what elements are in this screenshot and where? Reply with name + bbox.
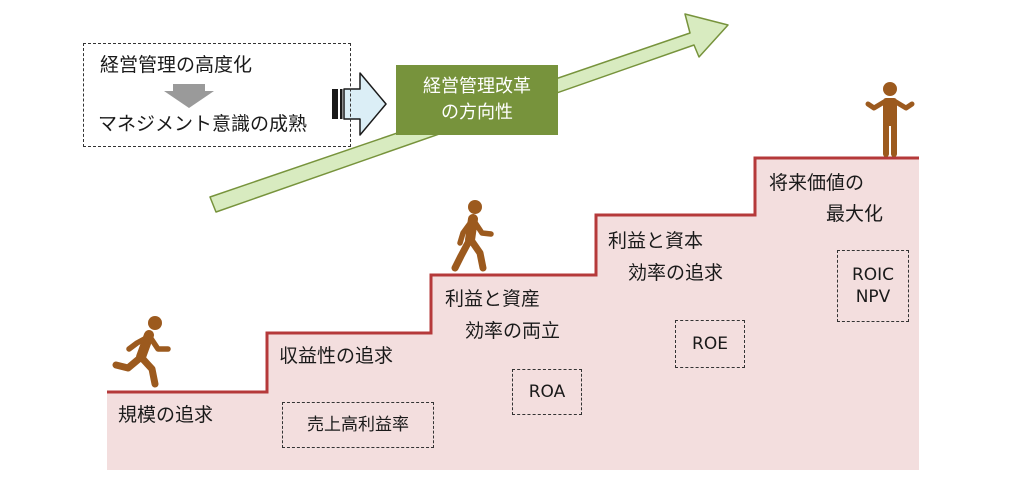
step3-title-line2: 効率の両立 (465, 320, 561, 342)
step3-title-line1: 利益と資産 (445, 288, 541, 310)
step2-title: 収益性の追求 (279, 345, 394, 367)
standing-person-icon (865, 82, 915, 157)
header-line2: マネジメント意識の成熟 (98, 113, 308, 135)
running-person-icon (112, 316, 171, 388)
step4-metric-line2: NPV (855, 287, 891, 307)
direction-box: 経営管理改革 の方向性 (396, 65, 558, 135)
step4-metric-box: ROIC NPV (837, 250, 909, 322)
header-line1: 経営管理の高度化 (100, 54, 253, 76)
step5-title-line1: 将来価値の (769, 172, 865, 194)
staircase-outline (107, 156, 919, 394)
step3-metric-box: ROE (675, 320, 745, 368)
step1-metric-box: 売上高利益率 (282, 402, 434, 448)
management-box (83, 43, 351, 147)
step5-title-line2: 最大化 (826, 203, 884, 225)
staircase-fill (107, 158, 919, 470)
right-arrow (332, 72, 387, 136)
step2-metric-box: ROA (512, 369, 582, 415)
walking-person-icon (451, 200, 494, 272)
step1-title: 規模の追求 (118, 404, 214, 426)
direction-line1: 経営管理改革 (423, 76, 531, 97)
step4-title-line2: 効率の追求 (628, 262, 724, 284)
step4-title-line1: 利益と資本 (608, 230, 704, 252)
direction-line2: の方向性 (441, 102, 513, 123)
step4-metric-line1: ROIC (851, 265, 895, 285)
down-arrow (164, 84, 214, 108)
